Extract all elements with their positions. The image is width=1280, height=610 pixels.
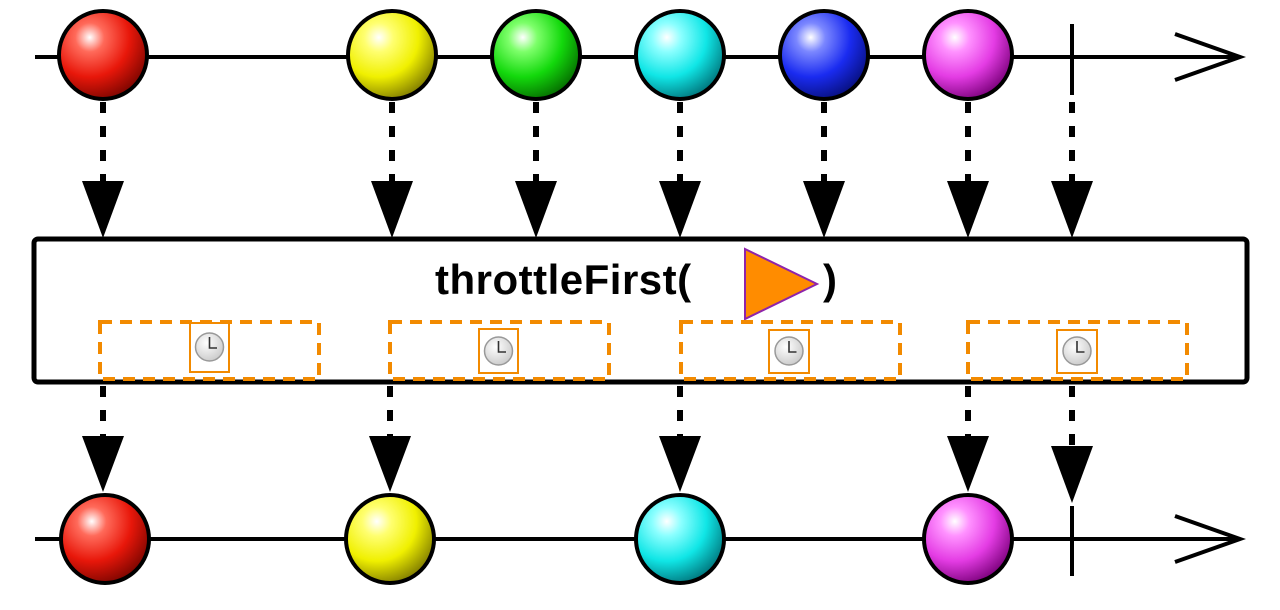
clock-icon xyxy=(768,329,810,374)
input-timeline xyxy=(35,9,1246,101)
operator-name: throttleFirst( xyxy=(435,256,692,303)
clock-icon xyxy=(189,322,230,373)
input-arrowhead xyxy=(515,181,557,238)
throttle-window xyxy=(388,320,611,381)
output-timeline-arrowhead xyxy=(1174,514,1246,564)
input-timeline-arrowhead xyxy=(1174,32,1246,82)
clock-icon xyxy=(478,328,519,374)
completion-arrowhead xyxy=(1051,446,1093,503)
input-marble-green xyxy=(490,9,582,101)
input-arrowheads xyxy=(82,181,1093,238)
output-marble-cyan xyxy=(634,493,726,585)
input-marble-yellow xyxy=(346,9,438,101)
orange-triangle-icon xyxy=(744,247,820,321)
output-arrows xyxy=(100,386,1075,448)
output-arrowhead xyxy=(659,436,701,492)
output-timeline xyxy=(35,493,1246,585)
input-arrowhead xyxy=(659,181,701,238)
output-arrowhead xyxy=(82,436,124,492)
operator-close-paren: ) xyxy=(823,256,837,303)
output-marble-magenta xyxy=(922,493,1014,585)
input-marble-magenta xyxy=(922,9,1014,101)
input-arrowhead xyxy=(371,181,413,238)
output-arrowhead xyxy=(369,436,411,492)
output-marble-red xyxy=(59,493,151,585)
completion-arrowhead xyxy=(1051,181,1093,238)
input-arrowhead xyxy=(803,181,845,238)
clock-icon xyxy=(1056,329,1098,374)
input-arrowhead xyxy=(82,181,124,238)
throttle-window xyxy=(679,320,902,381)
input-arrowhead xyxy=(947,181,989,238)
input-marble-cyan xyxy=(634,9,726,101)
output-arrowheads xyxy=(82,436,1093,503)
output-arrowhead xyxy=(947,436,989,492)
operator-box xyxy=(31,236,1250,385)
input-marble-blue xyxy=(778,9,870,101)
input-arrows xyxy=(100,102,1075,185)
output-marble-yellow xyxy=(344,493,436,585)
input-marble-red xyxy=(57,9,149,101)
throttle-window xyxy=(966,320,1189,381)
